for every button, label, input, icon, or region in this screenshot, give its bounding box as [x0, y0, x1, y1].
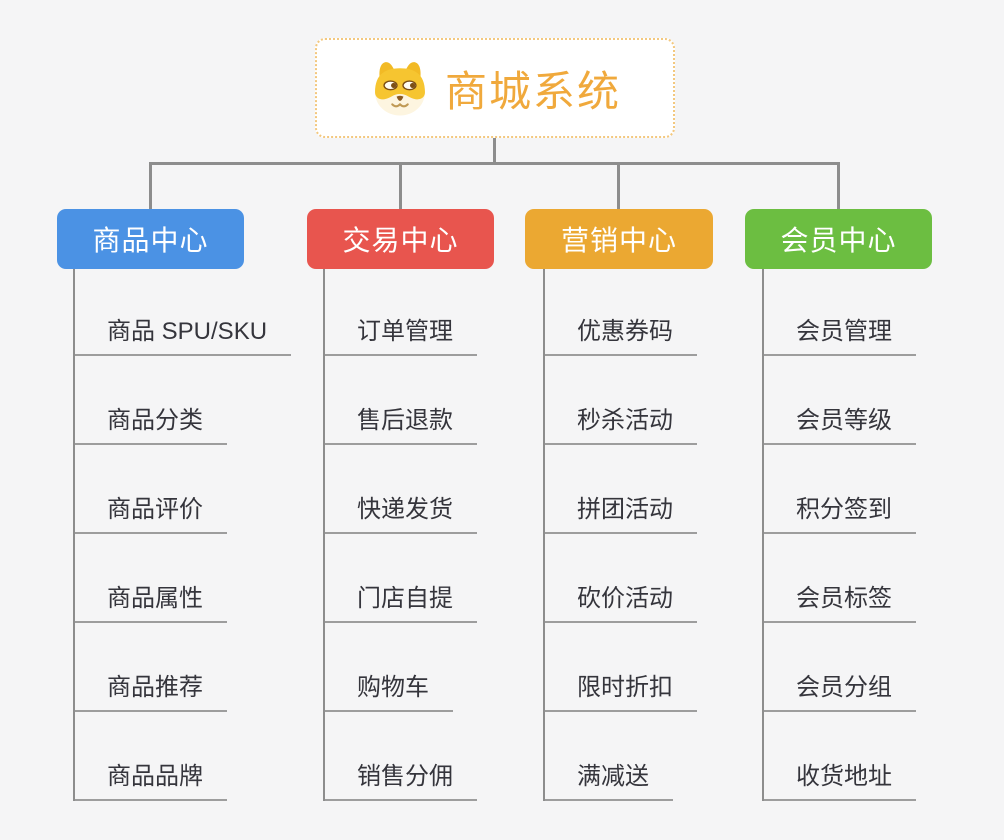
leaf-node[interactable]: 商品分类 — [75, 406, 227, 445]
leaf-node[interactable]: 秒杀活动 — [545, 406, 697, 445]
branch-children-member-center: 会员管理 会员等级 积分签到 会员标签 会员分组 收货地址 — [762, 269, 1004, 801]
branch-label: 营销中心 — [560, 225, 677, 256]
leaf-node[interactable]: 商品 SPU/SKU — [75, 317, 292, 356]
leaf-node[interactable]: 砍价活动 — [545, 584, 697, 623]
drop-connector-3 — [617, 162, 620, 210]
drop-connector-2 — [399, 162, 402, 210]
branch-children-marketing-center: 优惠券码 秒杀活动 拼团活动 砍价活动 限时折扣 满减送 — [543, 269, 805, 801]
branch-label: 会员中心 — [780, 225, 897, 256]
leaf-node[interactable]: 门店自提 — [325, 584, 477, 623]
drop-connector-4 — [837, 162, 840, 210]
branch-node-member-center[interactable]: 会员中心 — [745, 209, 932, 269]
leaf-node[interactable]: 满减送 — [545, 762, 673, 801]
leaf-node[interactable]: 积分签到 — [764, 495, 916, 534]
leaf-node[interactable]: 销售分佣 — [325, 762, 477, 801]
drop-connector-1 — [149, 162, 152, 210]
leaf-node[interactable]: 限时折扣 — [545, 673, 697, 712]
branch-label: 商品中心 — [92, 225, 209, 256]
leaf-node[interactable]: 收货地址 — [764, 762, 916, 801]
leaf-node[interactable]: 会员标签 — [764, 584, 916, 623]
leaf-node[interactable]: 会员分组 — [764, 673, 916, 712]
leaf-node[interactable]: 商品推荐 — [75, 673, 227, 712]
branch-node-product-center[interactable]: 商品中心 — [57, 209, 244, 269]
root-node[interactable]: 商城系统 — [315, 38, 675, 138]
leaf-node[interactable]: 商品属性 — [75, 584, 227, 623]
root-stem-connector — [493, 138, 496, 164]
leaf-node[interactable]: 快递发货 — [325, 495, 477, 534]
leaf-node[interactable]: 购物车 — [325, 673, 453, 712]
leaf-node[interactable]: 拼团活动 — [545, 495, 697, 534]
horizontal-connector — [149, 162, 840, 165]
branch-node-trade-center[interactable]: 交易中心 — [307, 209, 494, 269]
shiba-dog-face-icon — [375, 62, 425, 116]
leaf-node[interactable]: 订单管理 — [325, 317, 477, 356]
branch-label: 交易中心 — [342, 225, 459, 256]
leaf-node[interactable]: 优惠券码 — [545, 317, 697, 356]
leaf-node[interactable]: 商品评价 — [75, 495, 227, 534]
leaf-node[interactable]: 会员等级 — [764, 406, 916, 445]
branch-node-marketing-center[interactable]: 营销中心 — [525, 209, 713, 269]
branch-children-trade-center: 订单管理 售后退款 快递发货 门店自提 购物车 销售分佣 — [323, 269, 585, 801]
leaf-node[interactable]: 会员管理 — [764, 317, 916, 356]
leaf-node[interactable]: 售后退款 — [325, 406, 477, 445]
branch-children-product-center: 商品 SPU/SKU 商品分类 商品评价 商品属性 商品推荐 商品品牌 — [73, 269, 335, 801]
root-title: 商城系统 — [444, 67, 621, 115]
leaf-node[interactable]: 商品品牌 — [75, 762, 227, 801]
